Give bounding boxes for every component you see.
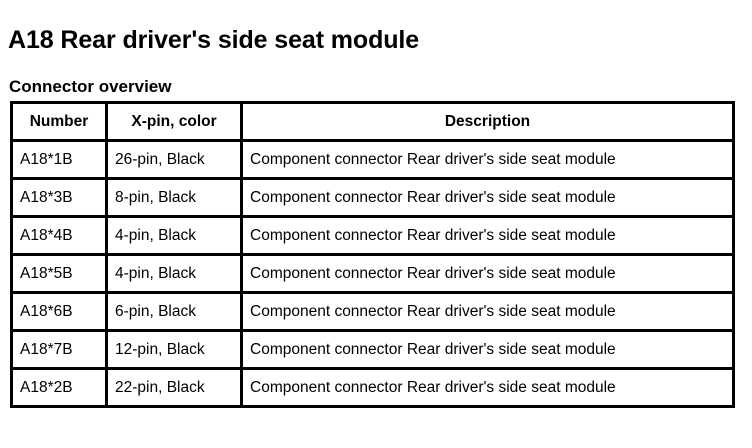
cell-xpin-color: 4-pin, Black [105,215,243,256]
cell-description: Component connector Rear driver's side s… [240,329,735,370]
table-header-row: Number X-pin, color Description [10,101,735,142]
table-row: A18*4B 4-pin, Black Component connector … [10,215,735,256]
cell-description: Component connector Rear driver's side s… [240,215,735,256]
table-body: A18*1B 26-pin, Black Component connector… [10,139,735,408]
cell-number: A18*2B [10,367,108,408]
column-header-description: Description [240,101,735,142]
table-row: A18*3B 8-pin, Black Component connector … [10,177,735,218]
cell-number: A18*1B [10,139,108,180]
column-header-xpin-color: X-pin, color [105,101,243,142]
section-title-connector-overview: Connector overview [9,77,172,97]
cell-description: Component connector Rear driver's side s… [240,139,735,180]
cell-number: A18*7B [10,329,108,370]
cell-xpin-color: 4-pin, Black [105,253,243,294]
connector-overview-table: Number X-pin, color Description A18*1B 2… [10,101,735,408]
cell-number: A18*6B [10,291,108,332]
cell-xpin-color: 6-pin, Black [105,291,243,332]
cell-description: Component connector Rear driver's side s… [240,367,735,408]
cell-description: Component connector Rear driver's side s… [240,177,735,218]
cell-number: A18*4B [10,215,108,256]
cell-xpin-color: 22-pin, Black [105,367,243,408]
table-row: A18*7B 12-pin, Black Component connector… [10,329,735,370]
cell-description: Component connector Rear driver's side s… [240,291,735,332]
table-row: A18*5B 4-pin, Black Component connector … [10,253,735,294]
page-title: A18 Rear driver's side seat module [8,25,420,54]
table-row: A18*1B 26-pin, Black Component connector… [10,139,735,180]
cell-description: Component connector Rear driver's side s… [240,253,735,294]
column-header-number: Number [10,101,108,142]
cell-xpin-color: 8-pin, Black [105,177,243,218]
table-row: A18*2B 22-pin, Black Component connector… [10,367,735,408]
cell-xpin-color: 12-pin, Black [105,329,243,370]
cell-xpin-color: 26-pin, Black [105,139,243,180]
cell-number: A18*5B [10,253,108,294]
cell-number: A18*3B [10,177,108,218]
table-row: A18*6B 6-pin, Black Component connector … [10,291,735,332]
table-header: Number X-pin, color Description [10,101,735,142]
